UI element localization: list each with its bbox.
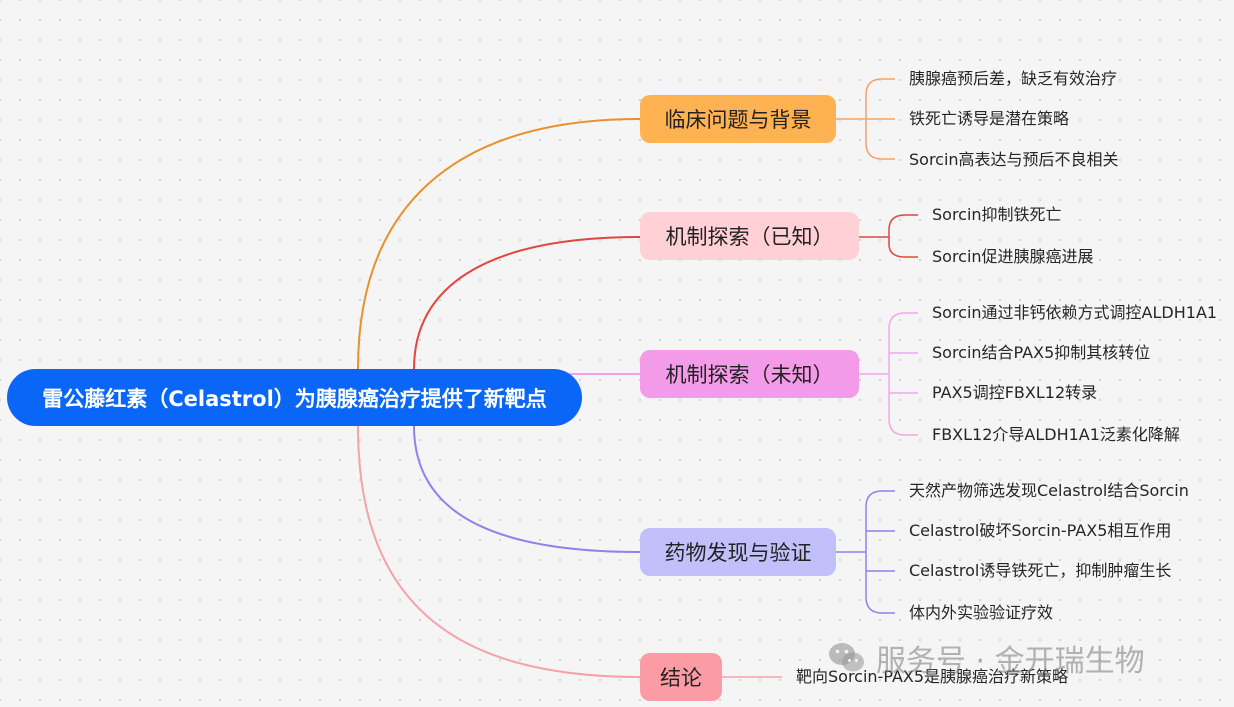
- branch-node-conclusion[interactable]: 结论: [640, 653, 722, 701]
- leaf-node[interactable]: Sorcin促进胰腺癌进展: [932, 247, 1094, 266]
- leaf-node[interactable]: 铁死亡诱导是潜在策略: [909, 109, 1070, 128]
- connector-root-branch-3: [413, 425, 641, 553]
- wechat-icon: [829, 643, 864, 672]
- watermark: 服务号 · 金开瑞生物: [828, 636, 1145, 680]
- leaf-node[interactable]: 体内外实验验证疗效: [909, 603, 1054, 622]
- leaf-node[interactable]: 胰腺癌预后差，缺乏有效治疗: [909, 69, 1118, 88]
- branch-node-mechanism-unknown[interactable]: 机制探索（未知）: [640, 350, 859, 398]
- branch-node-mechanism-known[interactable]: 机制探索（已知）: [640, 212, 859, 260]
- branch-node-drug-discovery[interactable]: 药物发现与验证: [640, 528, 836, 576]
- connector-root-branch-1: [413, 236, 641, 370]
- branch-node-clinical-background[interactable]: 临床问题与背景: [640, 95, 836, 143]
- leaf-node[interactable]: Sorcin高表达与预后不良相关: [909, 150, 1119, 169]
- leaf-node[interactable]: Sorcin结合PAX5抑制其核转位: [932, 343, 1151, 362]
- connector-branch-2-leaves: [859, 312, 918, 436]
- leaf-node[interactable]: PAX5调控FBXL12转录: [932, 383, 1098, 402]
- leaf-node[interactable]: Celastrol诱导铁死亡，抑制肿瘤生长: [909, 561, 1172, 580]
- leaf-node[interactable]: FBXL12介导ALDH1A1泛素化降解: [932, 425, 1180, 444]
- connector-branch-1-leaves: [859, 214, 918, 258]
- root-node[interactable]: 雷公藤红素（Celastrol）为胰腺癌治疗提供了新靶点: [7, 369, 582, 426]
- leaf-node[interactable]: Sorcin通过非钙依赖方式调控ALDH1A1: [932, 303, 1218, 322]
- connector-branch-0-leaves: [836, 78, 895, 160]
- connector-branch-3-leaves: [836, 490, 895, 614]
- leaf-node[interactable]: Celastrol破坏Sorcin-PAX5相互作用: [909, 521, 1172, 540]
- watermark-text: 服务号 · 金开瑞生物: [876, 644, 1145, 679]
- leaf-node[interactable]: 靶向Sorcin-PAX5是胰腺癌治疗新策略: [796, 667, 1069, 686]
- leaf-node[interactable]: 天然产物筛选发现Celastrol结合Sorcin: [909, 481, 1189, 500]
- connector-root-branch-0: [357, 118, 641, 370]
- leaf-node[interactable]: Sorcin抑制铁死亡: [932, 205, 1062, 224]
- connector-root-branch-4: [357, 425, 641, 678]
